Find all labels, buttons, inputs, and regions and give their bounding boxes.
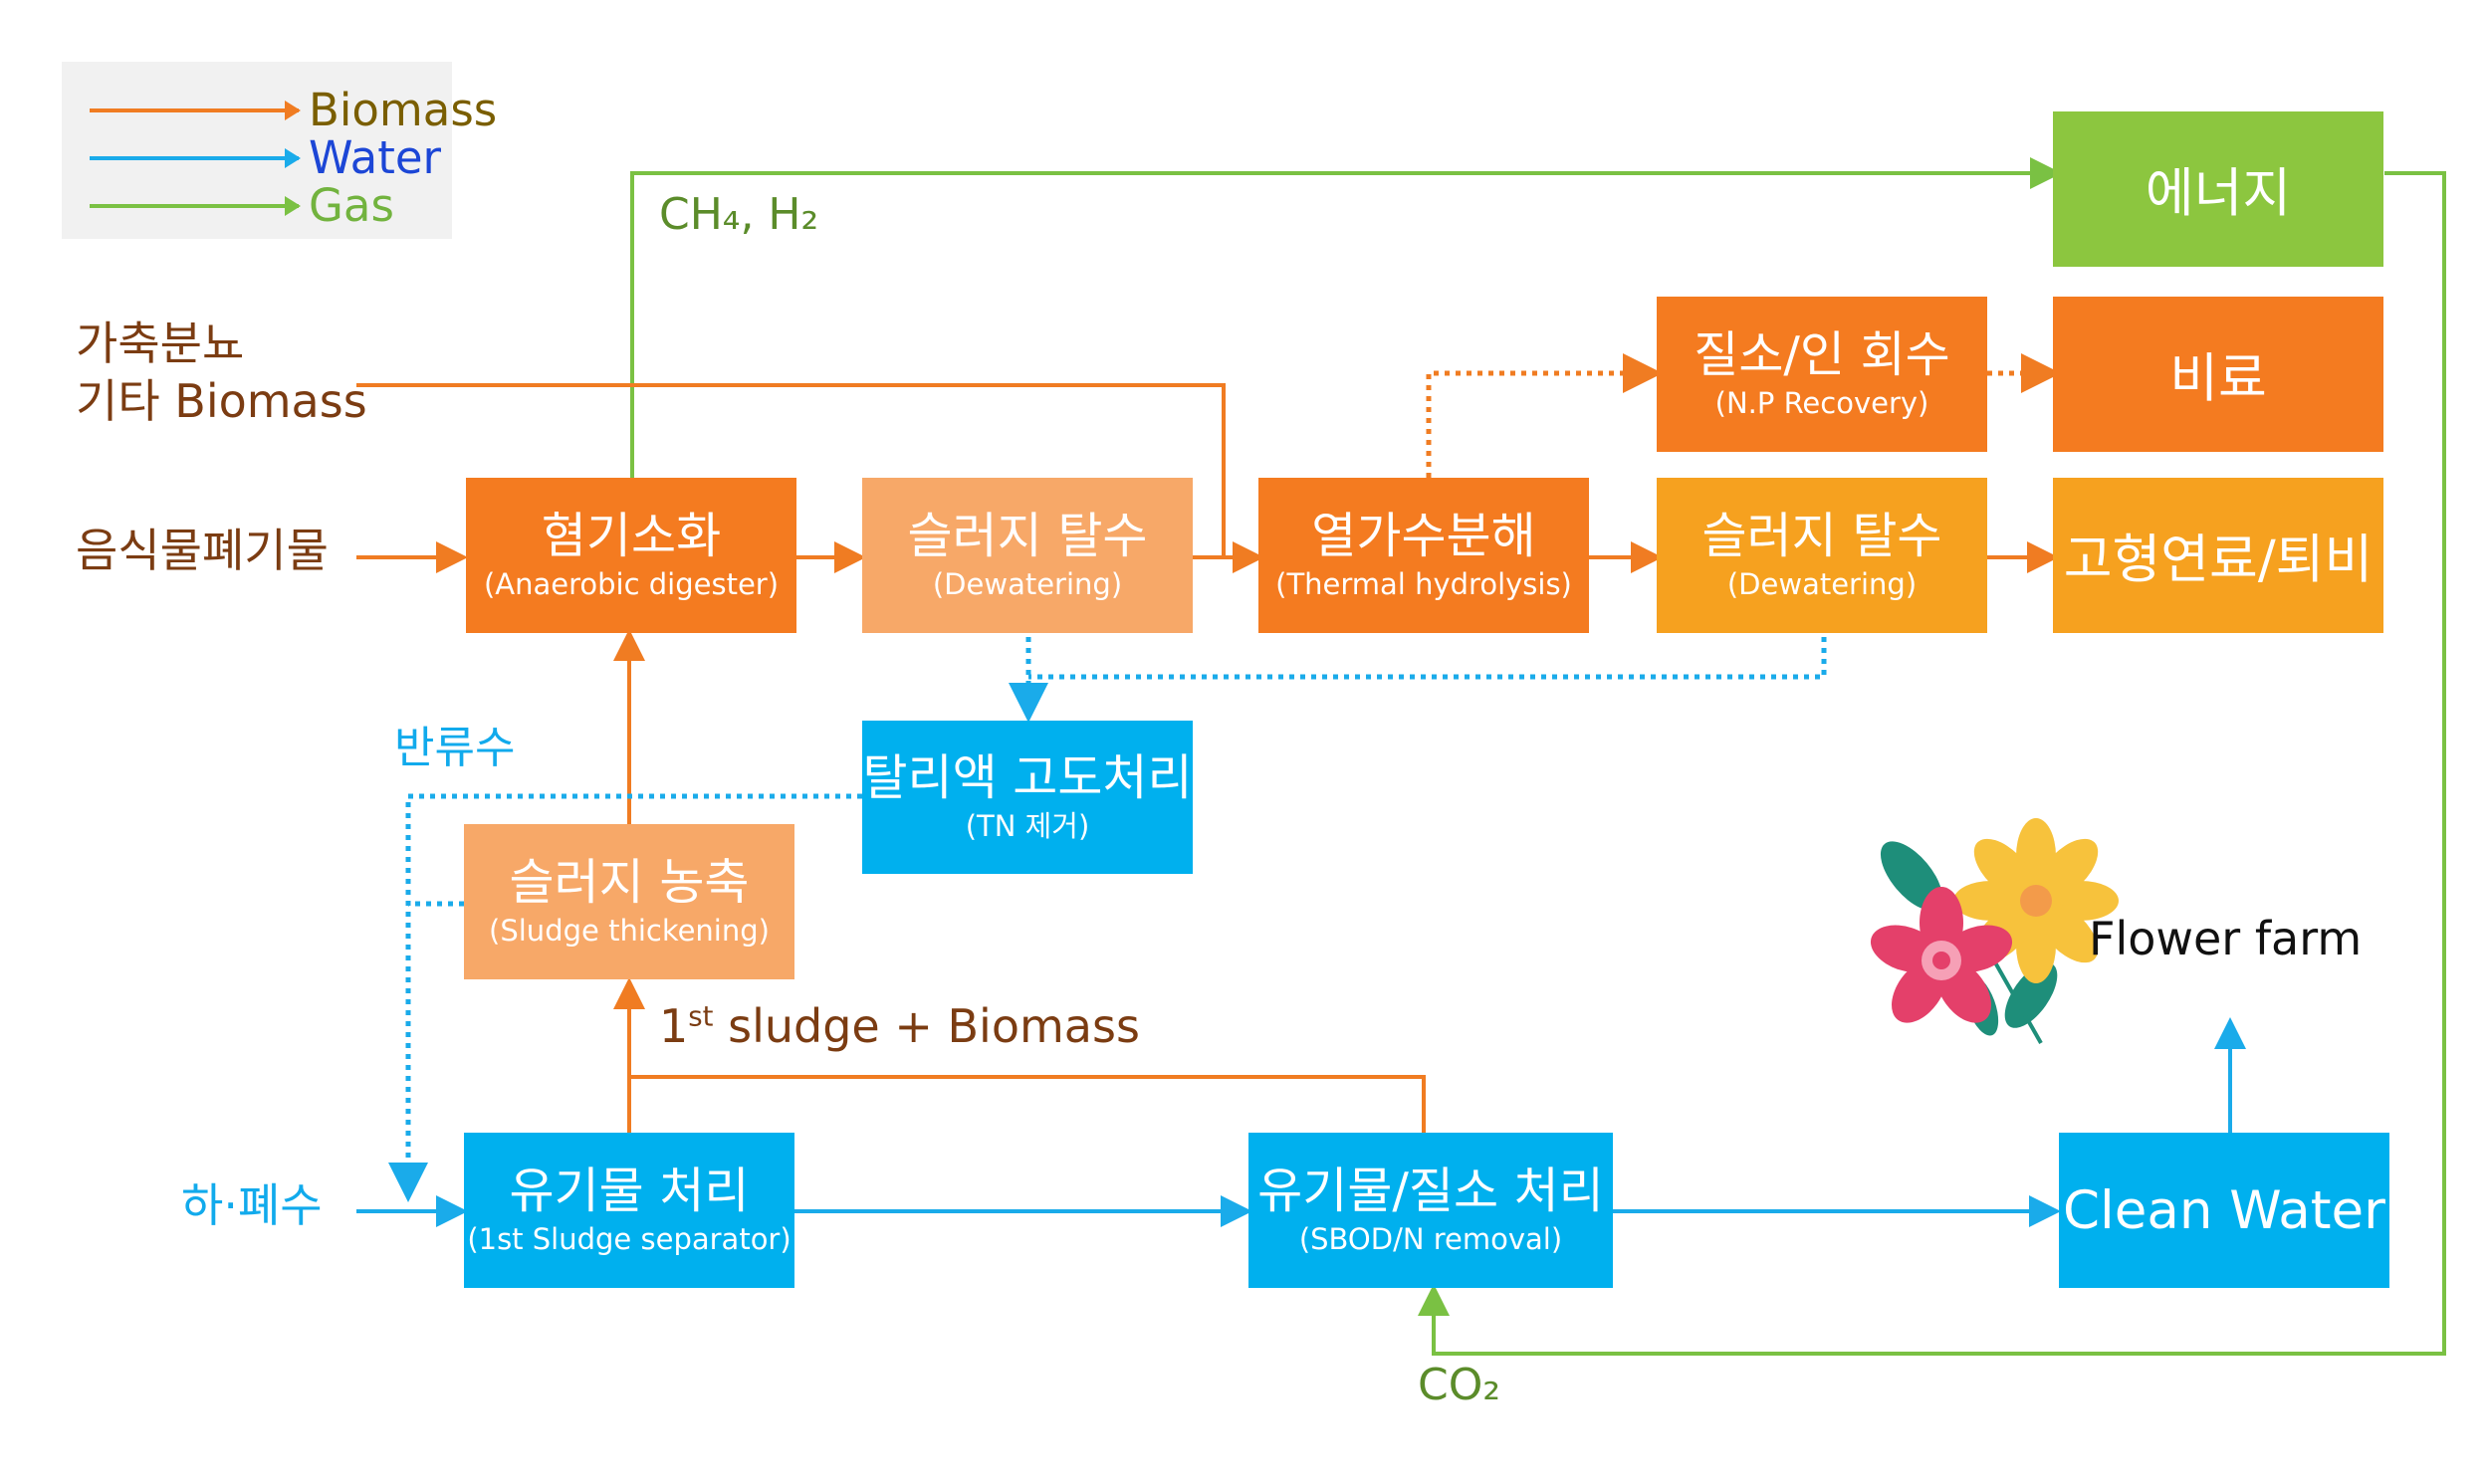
- biomass-line-livestock: [356, 383, 1226, 557]
- biomass-dotted-thermal-to-np: [1426, 353, 1663, 478]
- tn-removal-title: 탈리액 고도처리: [862, 749, 1193, 807]
- anaerobic-digester-title: 혐기소화: [541, 508, 722, 565]
- gas-line-digester-to-energy: [630, 157, 2062, 478]
- dewatering-box-1: 슬러지 탈수 (Dewatering): [862, 478, 1193, 633]
- np-recovery-box: 질소/인 회수 (N.P Recovery): [1657, 297, 1987, 452]
- fertilizer-box: 비료: [2053, 297, 2383, 452]
- livestock-label-line1: 가축분뇨: [76, 317, 245, 370]
- food-waste-label: 음식물폐기물: [76, 524, 329, 577]
- livestock-label-line2: 기타 Biomass: [76, 374, 367, 428]
- legend-item-water: Water: [90, 131, 441, 184]
- solid-fuel-title: 고형연료/퇴비: [2063, 530, 2374, 590]
- flower-farm-label: Flower farm: [2089, 912, 2363, 965]
- sludge-thickening-box: 슬러지 농축 (Sludge thickening): [464, 824, 794, 979]
- thermal-hydrolysis-subtitle: (Thermal hydrolysis): [1275, 566, 1572, 601]
- legend-gas-label: Gas: [309, 179, 394, 232]
- np-recovery-title: 질소/인 회수: [1694, 326, 1950, 384]
- anaerobic-digester-box: 혐기소화 (Anaerobic digester): [466, 478, 796, 633]
- return-water-label: 반류수: [394, 723, 516, 773]
- dewatering-box-2: 슬러지 탈수 (Dewatering): [1657, 478, 1987, 633]
- sludge-thickening-subtitle: (Sludge thickening): [489, 913, 770, 948]
- legend-item-biomass: Biomass: [90, 84, 497, 136]
- gas-ch4-h2-label: CH₄, H₂: [659, 189, 819, 240]
- tn-removal-box: 탈리액 고도처리 (TN 제거): [862, 721, 1193, 874]
- dewatering-2-title: 슬러지 탈수: [1701, 508, 1942, 565]
- energy-box: 에너지: [2053, 111, 2383, 267]
- dewatering-2-subtitle: (Dewatering): [1726, 566, 1918, 601]
- sludge-thickening-title: 슬러지 농축: [509, 854, 750, 912]
- organic-treatment-subtitle: (1st Sludge separator): [467, 1221, 792, 1256]
- clean-water-box: Clean Water: [2059, 1133, 2389, 1288]
- legend: Biomass Water Gas: [62, 62, 497, 239]
- organic-nitrogen-subtitle: (SBOD/N removal): [1298, 1221, 1563, 1256]
- legend-water-label: Water: [309, 131, 442, 184]
- first-sludge-biomass-label: 1st sludge + Biomass: [659, 999, 1140, 1053]
- thermal-hydrolysis-title: 열가수분해: [1311, 508, 1536, 565]
- legend-biomass-arrow: [90, 100, 301, 120]
- legend-biomass-label: Biomass: [309, 84, 498, 136]
- legend-gas-arrow: [90, 195, 301, 216]
- thermal-hydrolysis-box: 열가수분해 (Thermal hydrolysis): [1258, 478, 1589, 633]
- organic-treatment-title: 유기물 처리: [509, 1163, 750, 1220]
- flower-farm-illustration: [1870, 818, 2119, 1044]
- np-recovery-subtitle: (N.P Recovery): [1714, 385, 1929, 420]
- organic-treatment-box: 유기물 처리 (1st Sludge separator): [464, 1133, 794, 1288]
- wastewater-label: 하·폐수: [181, 1178, 323, 1232]
- legend-item-gas: Gas: [90, 179, 394, 232]
- clean-water-title: Clean Water: [2063, 1179, 2385, 1241]
- water-dotted-dewatering2: [1028, 637, 1827, 680]
- biomass-line-sbod-to-sludge: [629, 1075, 1426, 1133]
- anaerobic-digester-subtitle: (Anaerobic digester): [483, 566, 780, 601]
- organic-nitrogen-treatment-box: 유기물/질소 처리 (SBOD/N removal): [1248, 1133, 1613, 1288]
- organic-nitrogen-title: 유기물/질소 처리: [1257, 1163, 1604, 1220]
- energy-title: 에너지: [2145, 163, 2292, 224]
- solid-fuel-box: 고형연료/퇴비: [2053, 478, 2383, 633]
- dewatering-1-title: 슬러지 탈수: [907, 508, 1148, 565]
- legend-water-arrow: [90, 147, 301, 168]
- gas-line-energy-to-co2: [1418, 171, 2446, 1356]
- water-dotted-return: [388, 793, 862, 1202]
- dewatering-1-subtitle: (Dewatering): [932, 566, 1123, 601]
- tn-removal-subtitle: (TN 제거): [965, 808, 1090, 843]
- co2-label: CO₂: [1418, 1360, 1500, 1410]
- fertilizer-title: 비료: [2169, 348, 2267, 409]
